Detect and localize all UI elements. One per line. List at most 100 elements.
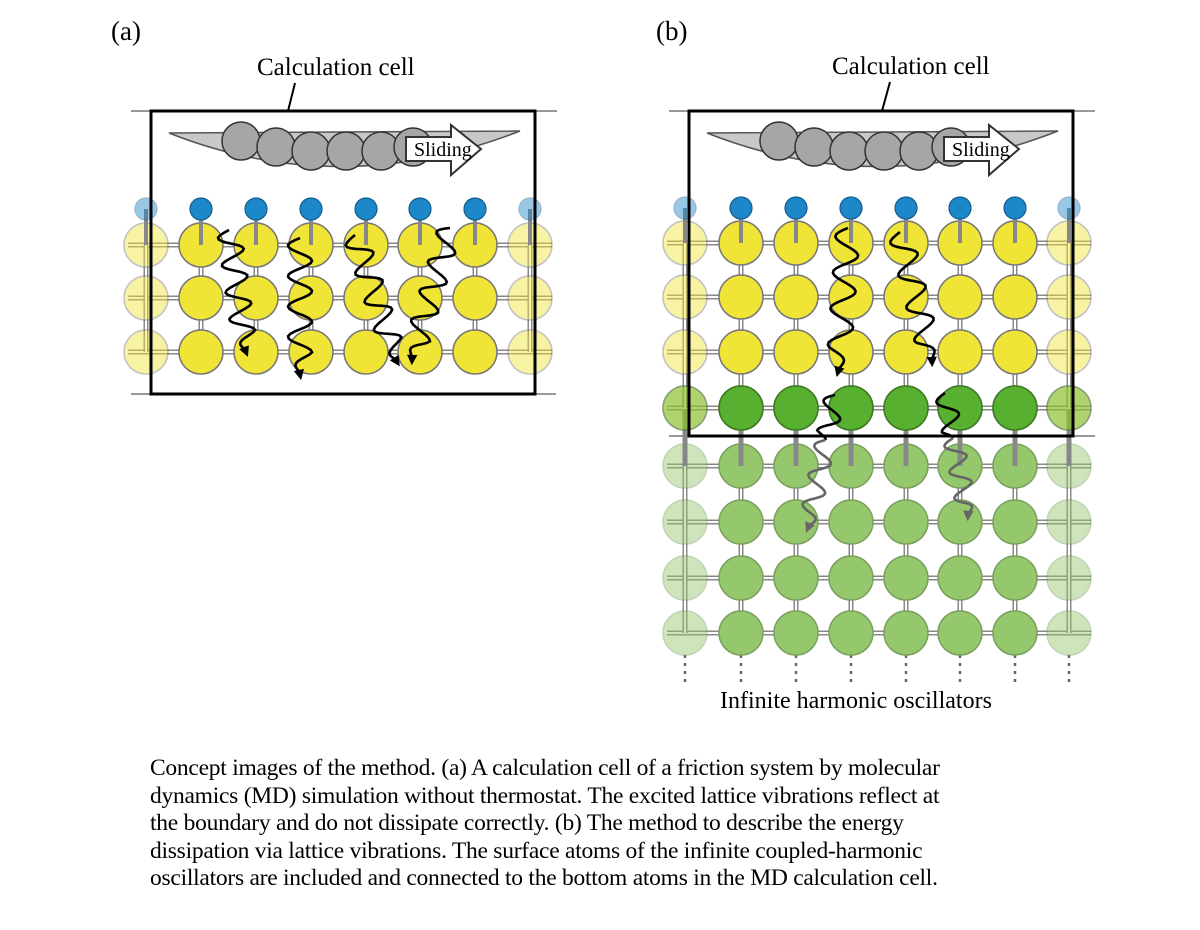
lattice-vibration-wave <box>407 226 457 366</box>
lattice-atom <box>662 329 708 375</box>
lattice-atom <box>883 555 929 601</box>
lattice-vibration-wave <box>935 391 961 439</box>
sliding-arrow <box>943 122 1021 178</box>
lattice-atom <box>937 274 983 320</box>
surface-atom <box>729 196 753 220</box>
surface-atom <box>463 197 487 221</box>
surface-atom <box>189 197 213 221</box>
lattice-atom <box>937 499 983 545</box>
calculation-cell-box <box>149 109 537 396</box>
panel-a-diagram: Sliding <box>123 82 557 396</box>
slider-atom <box>256 127 296 167</box>
lattice-atom <box>773 555 819 601</box>
lattice-atom <box>883 329 929 375</box>
slider-atom <box>759 121 799 161</box>
lattice-atom <box>718 329 764 375</box>
lattice-atom <box>662 274 708 320</box>
lattice-atom <box>992 555 1038 601</box>
lattice-atom <box>123 275 169 321</box>
lattice-atom <box>718 610 764 656</box>
surface-atom <box>948 196 972 220</box>
lattice-atom <box>507 329 553 375</box>
caption-line: dynamics (MD) simulation without thermos… <box>150 782 940 809</box>
lattice-atom <box>937 329 983 375</box>
lattice-atom <box>1046 499 1092 545</box>
lattice-atom <box>343 329 389 375</box>
lattice-atom <box>992 274 1038 320</box>
boundary-atom <box>718 385 764 431</box>
surface-atom <box>518 197 542 221</box>
sliding-label: Sliding <box>952 139 1010 161</box>
slider-atom <box>829 131 869 171</box>
surface-atom <box>299 197 323 221</box>
lattice-vibration-wave <box>286 236 314 381</box>
lattice-atom <box>1046 555 1092 601</box>
panel-b-letter: (b) <box>656 16 688 46</box>
surface-atom <box>1057 196 1081 220</box>
lattice-atom <box>883 274 929 320</box>
slider-atom <box>326 131 366 171</box>
lattice-atom <box>773 610 819 656</box>
slider-atom <box>221 121 261 161</box>
lattice-atom <box>1046 610 1092 656</box>
lattice-atom <box>662 499 708 545</box>
dissipating-wave <box>801 438 833 533</box>
lattice-atom <box>883 610 929 656</box>
lattice-atom <box>773 274 819 320</box>
surface-atom <box>784 196 808 220</box>
lattice-atom <box>507 275 553 321</box>
lattice-atom <box>992 499 1038 545</box>
surface-atom <box>673 196 697 220</box>
lattice-atom <box>452 329 498 375</box>
lattice-vibration-wave <box>815 393 842 441</box>
sliding-arrow <box>405 122 483 178</box>
boundary-atom <box>937 385 983 431</box>
caption-line: Concept images of the method. (a) A calc… <box>150 755 940 781</box>
surface-atom <box>408 197 432 221</box>
lattice-atom <box>883 499 929 545</box>
lattice-atom <box>178 329 224 375</box>
lattice-vibration-wave <box>889 230 937 368</box>
surface-atom <box>894 196 918 220</box>
lattice-atom <box>233 329 279 375</box>
lattice-atom <box>937 610 983 656</box>
lattice-atom <box>1046 329 1092 375</box>
boundary-atom <box>662 385 708 431</box>
cell-label-pointer <box>881 81 891 112</box>
boundary-atom <box>883 385 929 431</box>
lattice-atom <box>397 329 443 375</box>
lattice-atom <box>662 385 708 431</box>
lattice-atom <box>992 610 1038 656</box>
cell-label-pointer <box>287 82 296 112</box>
lattice-atom <box>1046 385 1092 431</box>
lattice-atom <box>773 329 819 375</box>
boundary-atom <box>992 385 1038 431</box>
surface-atom <box>244 197 268 221</box>
lattice-atom <box>937 555 983 601</box>
lattice-vibration-wave <box>344 234 404 367</box>
lattice-atom <box>662 555 708 601</box>
panel-b-oscillator-label: Infinite harmonic oscillators <box>720 688 992 714</box>
surface-atom <box>134 197 158 221</box>
surface-atom <box>839 196 863 220</box>
lattice-atom <box>178 275 224 321</box>
lattice-atom <box>1046 274 1092 320</box>
lattice-atom <box>773 499 819 545</box>
lattice-atom <box>718 274 764 320</box>
lattice-atom <box>718 555 764 601</box>
boundary-atom <box>773 385 819 431</box>
panel-a-letter: (a) <box>111 16 141 46</box>
caption-line: oscillators are included and connected t… <box>150 865 938 891</box>
lattice-atom <box>452 275 498 321</box>
panel-b-diagram: Sliding <box>662 81 1095 685</box>
lattice-atom <box>718 499 764 545</box>
sliding-label: Sliding <box>414 139 472 161</box>
surface-atom <box>354 197 378 221</box>
dissipating-wave <box>943 436 974 522</box>
surface-atom <box>1003 196 1027 220</box>
caption-line: the boundary and do not dissipate correc… <box>150 810 904 836</box>
lattice-atom <box>828 555 874 601</box>
boundary-atom <box>1046 385 1092 431</box>
slider-atom <box>794 127 834 167</box>
